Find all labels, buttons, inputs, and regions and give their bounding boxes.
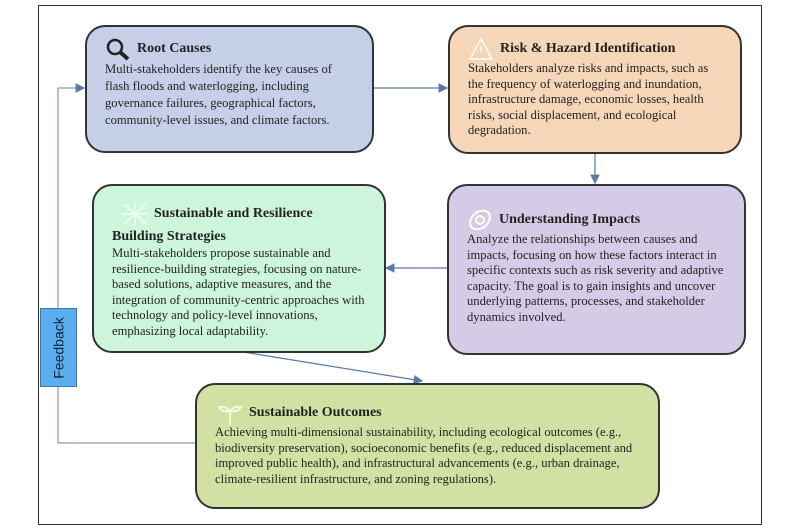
feedback-label: Feedback bbox=[40, 308, 77, 387]
risk-hazard-title: Risk & Hazard Identification bbox=[500, 41, 676, 56]
sustainable-outcomes-body: Achieving multi-dimensional sustainabili… bbox=[215, 425, 633, 486]
strategies-box: Sustainable and Resilience Building Stra… bbox=[92, 184, 386, 353]
diagram-frame bbox=[38, 5, 762, 525]
strategies-title-line2: Building Strategies bbox=[112, 229, 226, 244]
root-causes-box: Root Causes Multi-stakeholders identify … bbox=[85, 25, 374, 153]
understanding-impacts-body: Analyze the relationships between causes… bbox=[467, 232, 724, 324]
arrow-strategies-to-outcomes bbox=[242, 351, 424, 385]
chain-link-icon bbox=[469, 209, 491, 231]
strategies-title-line1: Sustainable and Resilience bbox=[154, 206, 313, 221]
warning-icon bbox=[468, 37, 494, 60]
magnifier-icon bbox=[106, 38, 130, 61]
root-causes-body: Multi-stakeholders identify the key caus… bbox=[105, 62, 332, 127]
risk-hazard-box: Risk & Hazard Identification Stakeholder… bbox=[448, 25, 742, 154]
feedback-loop-line bbox=[57, 88, 195, 444]
sustainable-outcomes-box: Sustainable Outcomes Achieving multi-dim… bbox=[195, 383, 660, 509]
root-causes-title: Root Causes bbox=[137, 41, 212, 56]
understanding-impacts-box: Understanding Impacts Analyze the relati… bbox=[447, 184, 746, 355]
sustainable-outcomes-title: Sustainable Outcomes bbox=[249, 405, 382, 420]
understanding-impacts-title: Understanding Impacts bbox=[499, 212, 641, 227]
strategies-body: Multi-stakeholders propose sustainable a… bbox=[112, 246, 365, 338]
network-icon bbox=[122, 202, 148, 226]
sprout-icon bbox=[217, 405, 243, 425]
risk-hazard-body: Stakeholders analyze risks and impacts, … bbox=[468, 61, 709, 137]
